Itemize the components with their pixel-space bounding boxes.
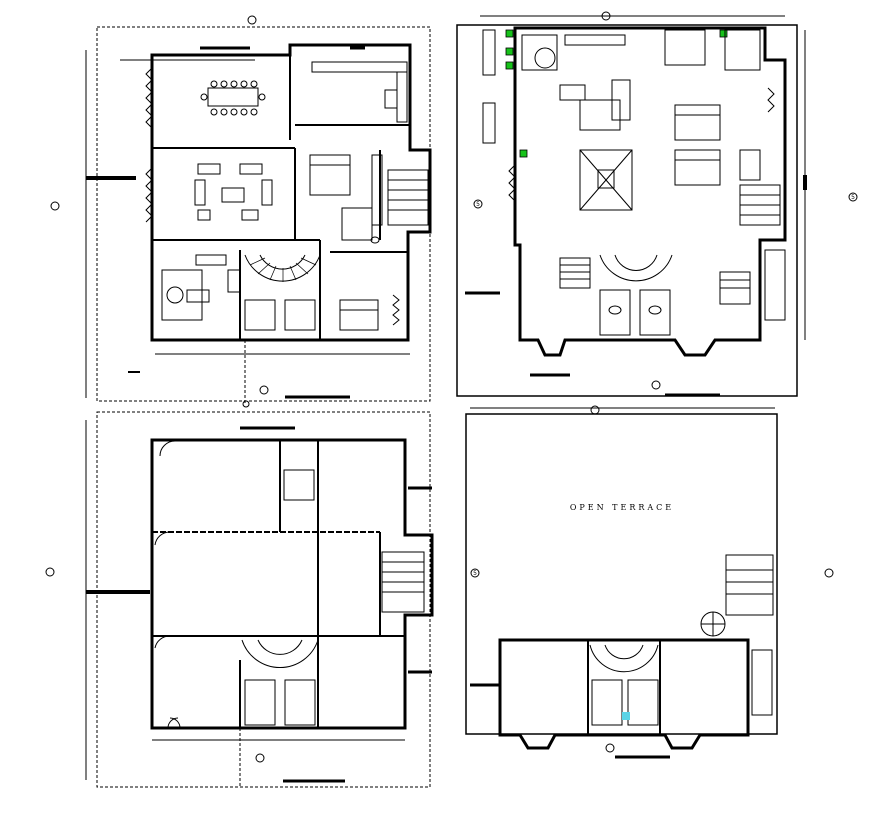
accent-marker bbox=[622, 712, 630, 720]
grid-marker bbox=[824, 568, 834, 578]
grid-marker bbox=[247, 15, 257, 25]
plot-boundary bbox=[456, 24, 798, 397]
grid-marker bbox=[848, 192, 858, 202]
sofa bbox=[482, 102, 496, 144]
dining-table bbox=[207, 87, 259, 107]
kitchen-counter bbox=[311, 61, 408, 73]
office bbox=[521, 34, 558, 71]
bed bbox=[309, 154, 351, 196]
grid-marker bbox=[590, 405, 600, 415]
grid-marker bbox=[259, 385, 269, 395]
grid-marker bbox=[601, 11, 611, 21]
plan-first-floor bbox=[456, 11, 858, 397]
open-terrace-label: OPEN TERRACE bbox=[570, 503, 674, 512]
spiral-stair bbox=[599, 254, 673, 282]
bathroom bbox=[599, 289, 631, 336]
staircase bbox=[387, 169, 429, 226]
bathroom bbox=[283, 469, 315, 501]
grid-mark-label: 5 bbox=[473, 570, 477, 577]
plan-basement bbox=[45, 411, 434, 788]
living-sofas bbox=[194, 163, 273, 221]
bathroom bbox=[244, 299, 276, 331]
bed bbox=[674, 149, 721, 186]
bed bbox=[339, 299, 379, 331]
spiral-stair bbox=[244, 254, 321, 282]
plan-ground-floor bbox=[50, 15, 432, 408]
double-height-void bbox=[579, 149, 633, 211]
staircase bbox=[725, 554, 774, 616]
outer-walls bbox=[513, 26, 787, 357]
plot-boundary bbox=[96, 411, 431, 788]
grid-marker bbox=[50, 201, 60, 211]
grid-marker bbox=[255, 753, 265, 763]
terrace-walls bbox=[498, 638, 750, 750]
bay-window bbox=[145, 167, 153, 223]
bed bbox=[674, 104, 721, 141]
dining-chairs bbox=[200, 80, 266, 116]
bay-window bbox=[145, 67, 153, 129]
outer-walls bbox=[150, 43, 432, 342]
office-desk-area bbox=[161, 269, 203, 321]
lounge-sofas bbox=[579, 99, 621, 131]
plan-terrace bbox=[465, 405, 834, 759]
grid-mark-label: 5 bbox=[476, 201, 480, 208]
grid-marker bbox=[605, 743, 615, 753]
spiral-stair bbox=[241, 639, 319, 669]
bathroom bbox=[639, 289, 671, 336]
plant-pots bbox=[505, 29, 728, 158]
spiral-stair bbox=[589, 644, 659, 673]
grid-mark-label: 5 bbox=[851, 194, 855, 201]
grid-marker bbox=[473, 199, 483, 209]
grid-marker bbox=[470, 568, 480, 578]
outer-walls bbox=[150, 438, 434, 730]
grid-marker bbox=[651, 380, 661, 390]
grid-marker bbox=[45, 567, 55, 577]
sofa bbox=[482, 29, 496, 76]
stair-block bbox=[559, 257, 591, 289]
